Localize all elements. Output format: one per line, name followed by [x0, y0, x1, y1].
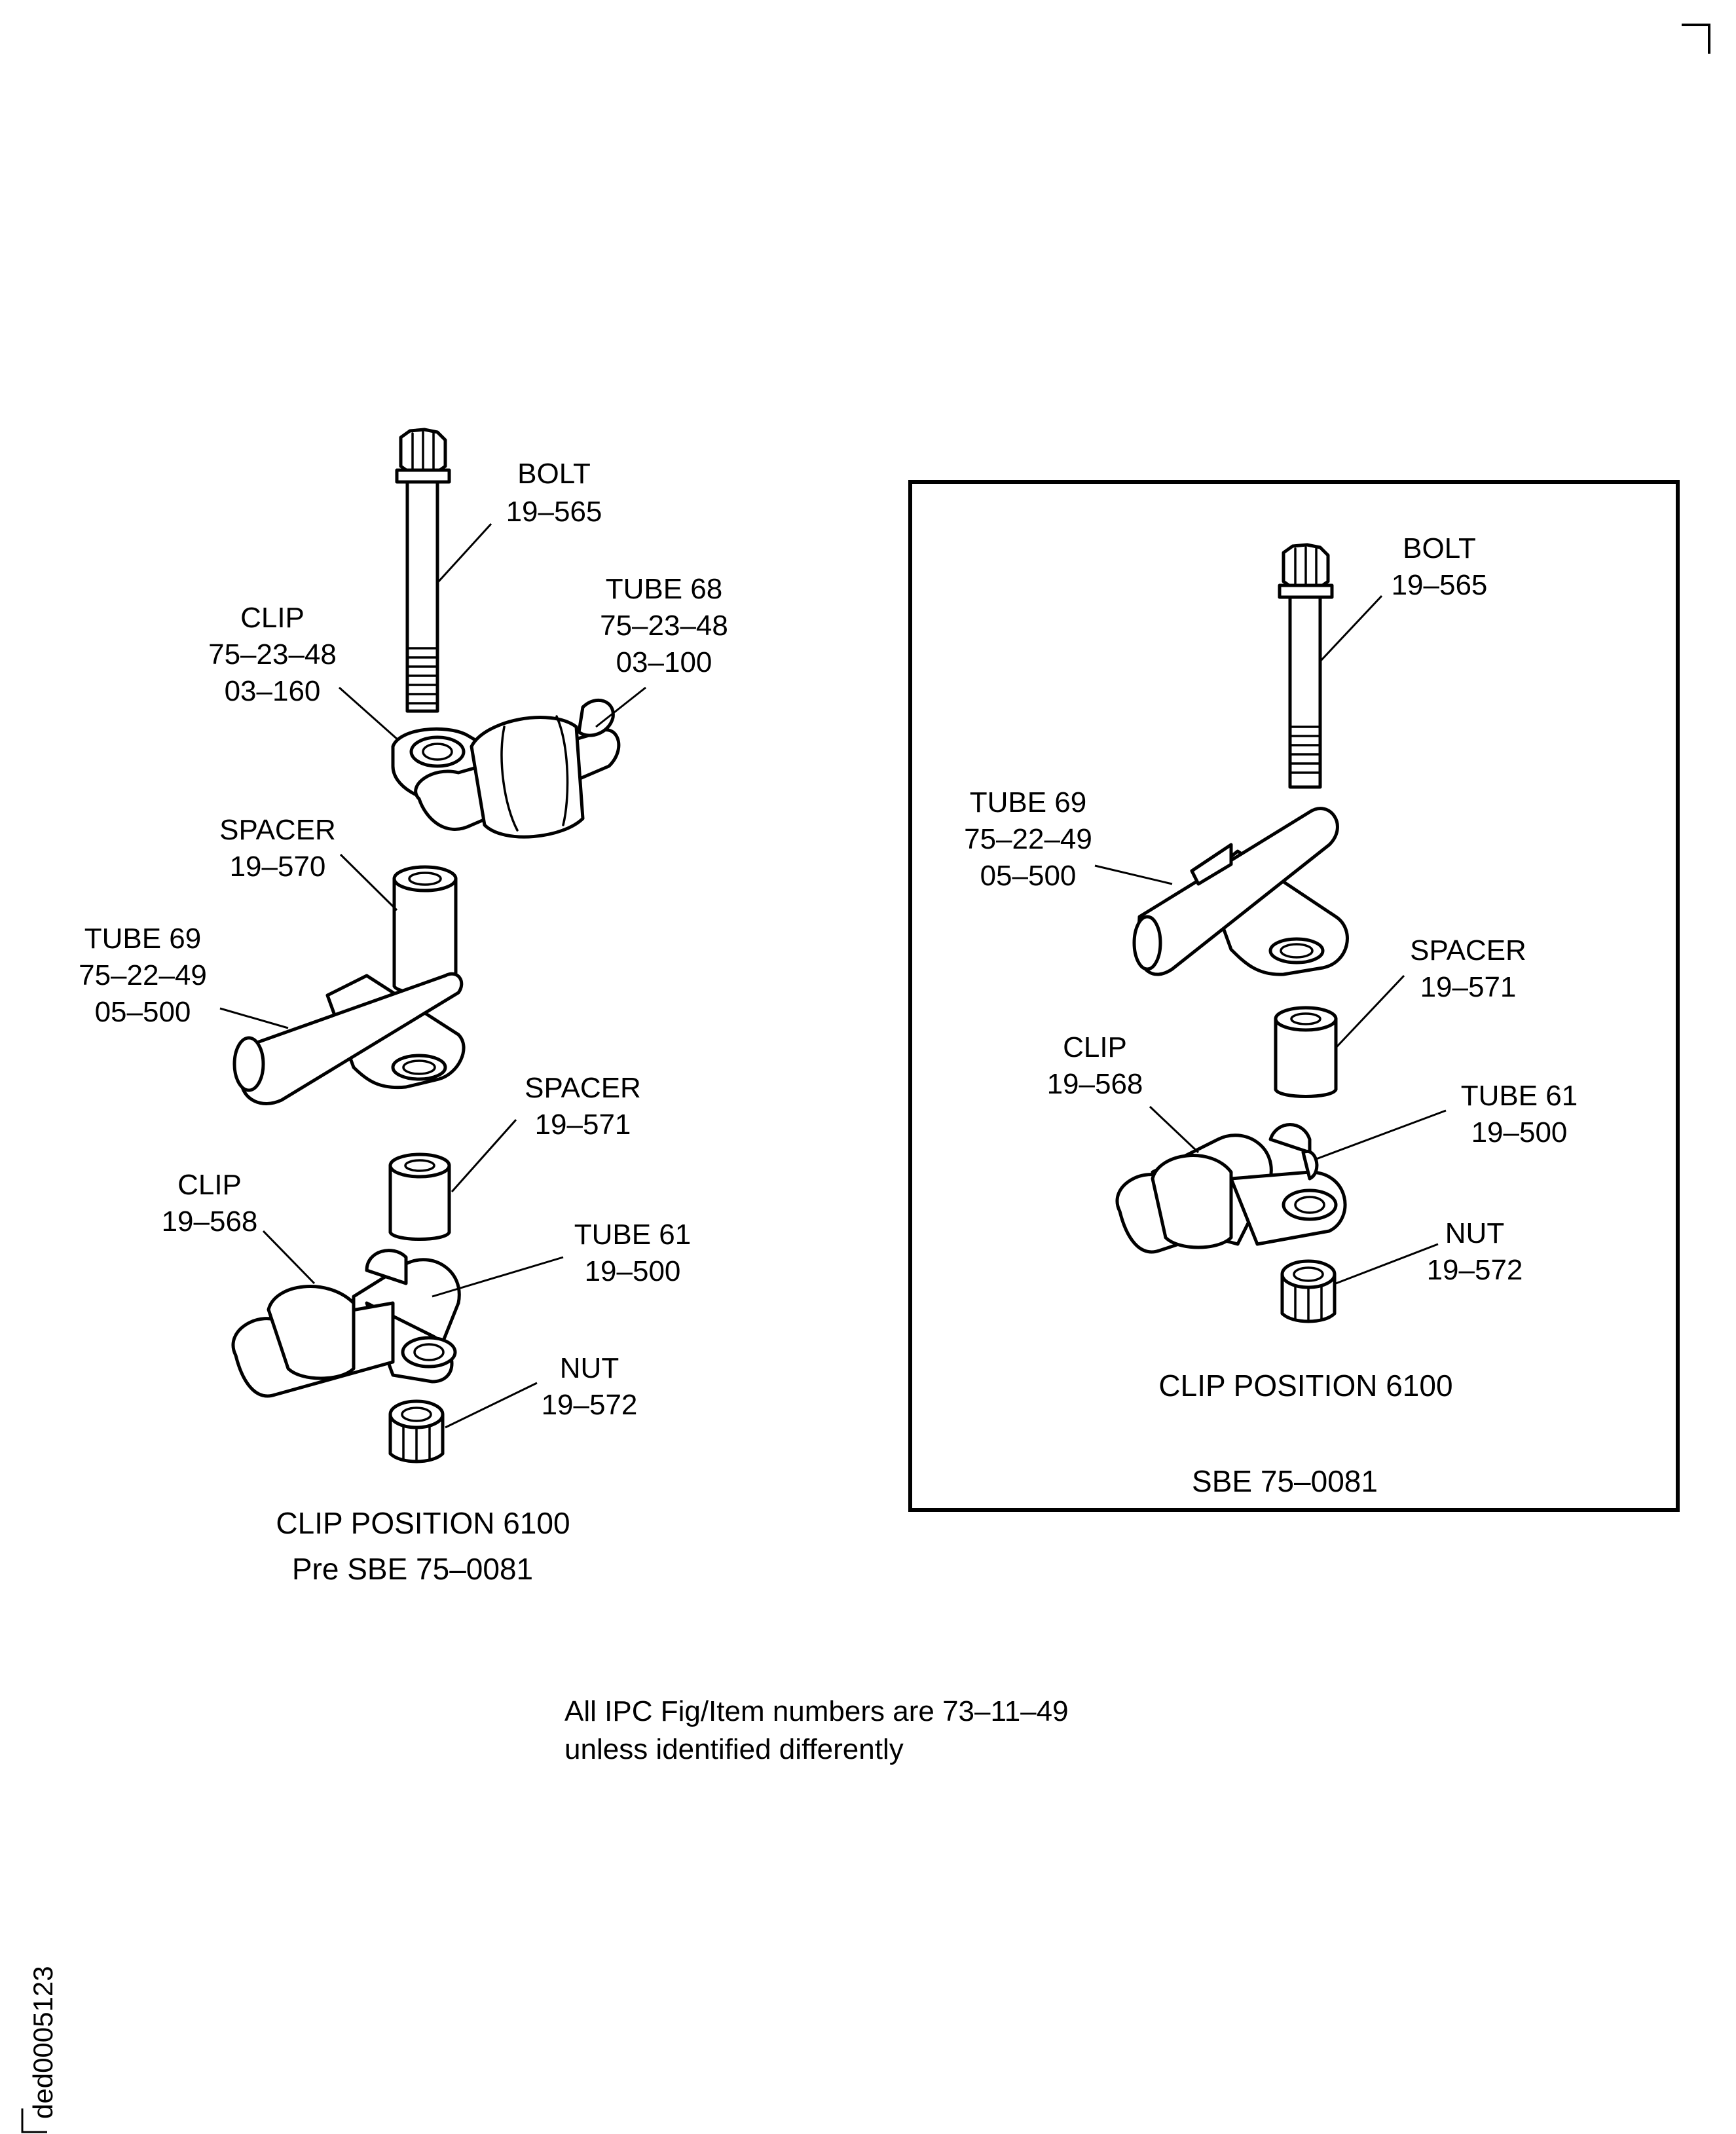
label-tube68: TUBE 68	[606, 573, 723, 605]
left-leader-lines	[219, 523, 646, 1429]
ipc-note-line1: All IPC Fig/Item numbers are 73–11–49	[564, 1695, 1069, 1727]
label-spacer-right: SPACER	[1410, 934, 1526, 966]
corner-crop-mark	[1682, 24, 1710, 54]
label-nut-right: NUT	[1445, 1217, 1504, 1249]
label-spacer-a: SPACER	[219, 814, 336, 846]
label-spacer-b: SPACER	[525, 1072, 641, 1104]
clip-lower-part	[231, 1249, 461, 1398]
bolt-thread-right	[1290, 726, 1320, 774]
spacer-19-571-part-right	[1274, 1006, 1338, 1098]
left-view: BOLT 19–565 CLIP 75–23–48 03–160 TUBE 68…	[79, 428, 728, 1586]
right-view: BOLT 19–565 TUBE 69 75–22–49 05–500 SPAC…	[908, 480, 1680, 1512]
label-tube69-right-num1: 75–22–49	[964, 823, 1092, 855]
image-id: ded0005123	[28, 1966, 58, 2119]
label-nut-right-num: 19–572	[1427, 1254, 1523, 1286]
bolt-part-right	[1278, 543, 1334, 789]
label-tube69-num1: 75–22–49	[79, 959, 207, 991]
label-bolt: BOLT	[517, 458, 591, 490]
label-nut: NUT	[560, 1352, 619, 1384]
label-tube68-num1: 75–23–48	[600, 610, 728, 642]
label-clip-top-num1: 75–23–48	[208, 638, 337, 671]
bolt-thread	[407, 647, 437, 705]
ipc-note-line2: unless identified differently	[564, 1733, 904, 1765]
label-tube69-right: TUBE 69	[970, 786, 1087, 819]
label-bolt-right: BOLT	[1403, 532, 1476, 564]
label-tube61-right: TUBE 61	[1461, 1080, 1578, 1112]
label-nut-num: 19–572	[542, 1389, 638, 1421]
label-tube69: TUBE 69	[84, 923, 202, 955]
label-tube68-num2: 03–100	[616, 646, 712, 678]
tube-69-part	[232, 972, 466, 1105]
clip-part-right	[1115, 1123, 1347, 1254]
label-spacer-b-num: 19–571	[535, 1109, 631, 1141]
left-caption-position: CLIP POSITION 6100	[276, 1506, 570, 1540]
right-caption-position: CLIP POSITION 6100	[1158, 1369, 1452, 1403]
nut-part	[388, 1399, 445, 1463]
right-caption-sbe: SBE 75–0081	[1192, 1464, 1378, 1498]
label-clip-low: CLIP	[177, 1169, 242, 1201]
right-leader-lines	[1094, 595, 1447, 1285]
tube-69-part-right	[1132, 807, 1349, 976]
sbe-frame	[908, 480, 1680, 1512]
clip-top-part	[391, 699, 621, 839]
left-caption-pre-sbe: Pre SBE 75–0081	[292, 1552, 533, 1586]
label-tube61-num: 19–500	[585, 1255, 681, 1287]
label-clip-right: CLIP	[1063, 1031, 1127, 1063]
nut-part-right	[1280, 1259, 1337, 1323]
label-bolt-right-num: 19–565	[1392, 569, 1488, 601]
label-clip-low-num: 19–568	[162, 1205, 258, 1238]
label-tube69-right-num2: 05–500	[980, 860, 1077, 892]
label-spacer-right-num: 19–571	[1420, 971, 1517, 1003]
label-bolt-num: 19–565	[506, 496, 602, 528]
label-tube61-right-num: 19–500	[1471, 1116, 1568, 1149]
label-tube61: TUBE 61	[574, 1219, 692, 1251]
label-clip-top-num2: 03–160	[225, 675, 321, 707]
label-spacer-a-num: 19–570	[230, 851, 326, 883]
spacer-19-571-part	[388, 1152, 451, 1241]
image-id-mark: ded0005123	[21, 1966, 58, 2133]
bolt-part	[395, 428, 451, 713]
label-clip-right-num: 19–568	[1047, 1068, 1143, 1100]
label-tube69-num2: 05–500	[95, 996, 191, 1028]
label-clip-top: CLIP	[240, 602, 305, 634]
